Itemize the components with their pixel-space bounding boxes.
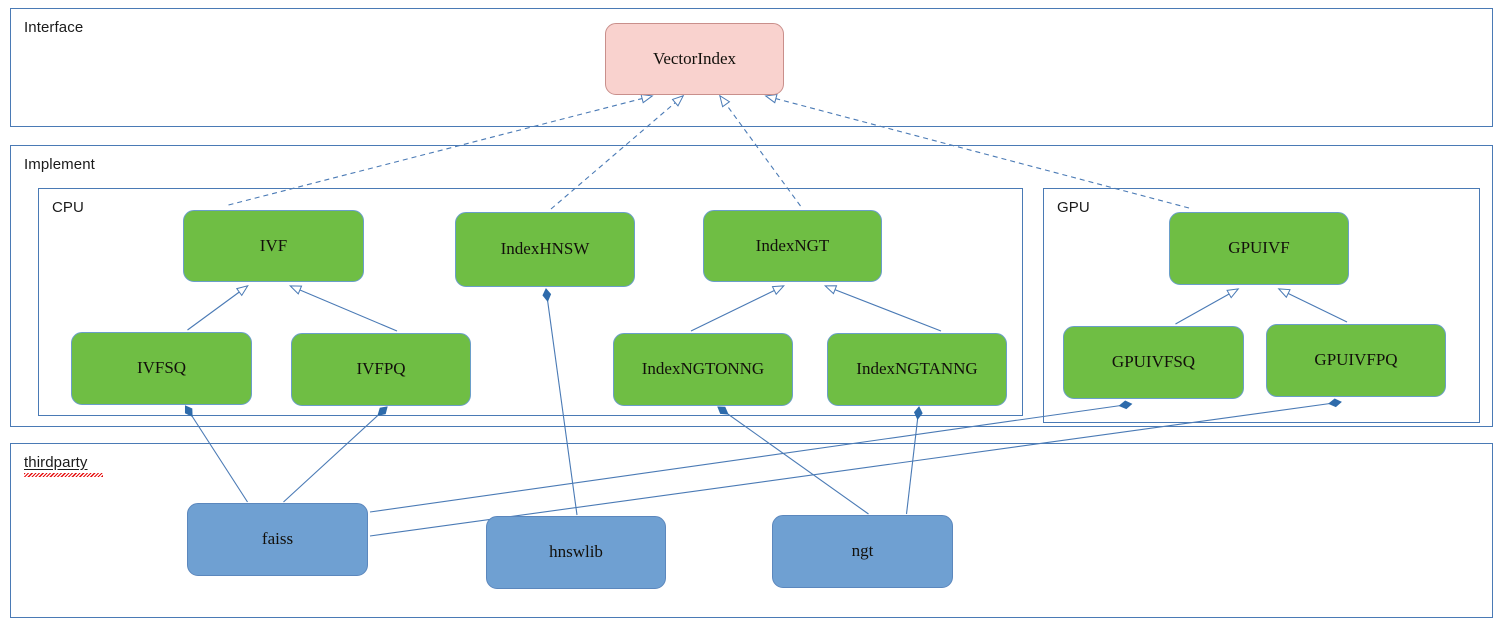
node-gpuivfsq[interactable]: GPUIVFSQ — [1063, 326, 1244, 399]
node-label-gpuivfpq: GPUIVFPQ — [1314, 350, 1398, 370]
node-label-indexhnsw: IndexHNSW — [500, 239, 590, 259]
node-label-indexngt: IndexNGT — [755, 235, 830, 255]
node-faiss[interactable]: faiss — [187, 503, 368, 576]
group-label-implement: Implement — [24, 156, 95, 173]
group-label-thirdparty: thirdparty — [24, 454, 88, 471]
node-label-indexngtonng: IndexNGTONNG — [641, 359, 765, 379]
node-label-ngt: ngt — [851, 541, 874, 561]
node-label-faiss: faiss — [261, 529, 294, 549]
node-label-hnswlib: hnswlib — [549, 542, 603, 562]
node-gpuivfpq[interactable]: GPUIVFPQ — [1266, 324, 1446, 397]
node-vectorindex[interactable]: VectorIndex — [605, 23, 784, 95]
node-label-ivfsq: IVFSQ — [136, 358, 187, 378]
node-label-indexngtanng: IndexNGTANNG — [856, 359, 978, 379]
node-indexngtanng[interactable]: IndexNGTANNG — [827, 333, 1007, 406]
node-ivf[interactable]: IVF — [183, 210, 364, 282]
node-indexngt[interactable]: IndexNGT — [703, 210, 882, 282]
node-label-gpuivfsq: GPUIVFSQ — [1111, 352, 1196, 372]
group-label-cpu: CPU — [52, 199, 84, 216]
node-hnswlib[interactable]: hnswlib — [486, 516, 666, 589]
node-ivfpq[interactable]: IVFPQ — [291, 333, 471, 406]
node-label-ivfpq: IVFPQ — [356, 359, 406, 379]
node-indexhnsw[interactable]: IndexHNSW — [455, 212, 635, 287]
node-label-ivf: IVF — [259, 235, 288, 255]
node-ngt[interactable]: ngt — [772, 515, 953, 588]
node-gpuivf[interactable]: GPUIVF — [1169, 212, 1349, 285]
group-label-interface: Interface — [24, 19, 84, 36]
spellcheck-underline-thirdparty — [24, 473, 103, 477]
group-label-gpu: GPU — [1057, 199, 1090, 216]
node-indexngtonng[interactable]: IndexNGTONNG — [613, 333, 793, 406]
node-label-gpuivf: GPUIVF — [1228, 238, 1290, 258]
node-label-vectorindex: VectorIndex — [652, 48, 737, 68]
node-ivfsq[interactable]: IVFSQ — [71, 332, 252, 405]
